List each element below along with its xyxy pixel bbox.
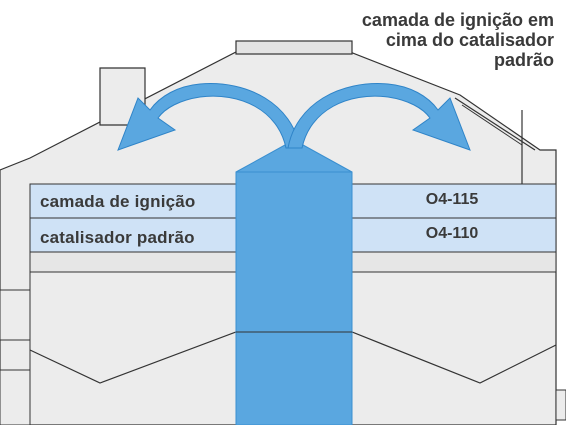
layer-code-standard: O4-110 — [425, 225, 479, 242]
right-flow-arrow — [287, 83, 471, 151]
layer-label-standard: catalisador padrão — [40, 228, 195, 247]
left-side-box-2 — [0, 369, 31, 425]
layer-code-ignition: O4-115 — [425, 191, 479, 208]
callout-line-2: cima do catalisador — [385, 30, 554, 50]
central-flow-column — [235, 171, 353, 425]
callout-line-1: camada de ignição em — [361, 10, 554, 30]
right-side-box — [555, 389, 566, 421]
left-flow-arrow — [117, 83, 301, 151]
callout-label: camada de ignição em cima do catalisador… — [294, 10, 554, 70]
top-flange — [235, 40, 353, 55]
layer-label-ignition: camada de ignição — [40, 192, 196, 211]
right-shoulder-line-2 — [461, 104, 523, 146]
up-arrow-head — [235, 139, 353, 173]
left-side-box-1 — [0, 289, 31, 341]
callout-line-3: padrão — [493, 50, 554, 70]
